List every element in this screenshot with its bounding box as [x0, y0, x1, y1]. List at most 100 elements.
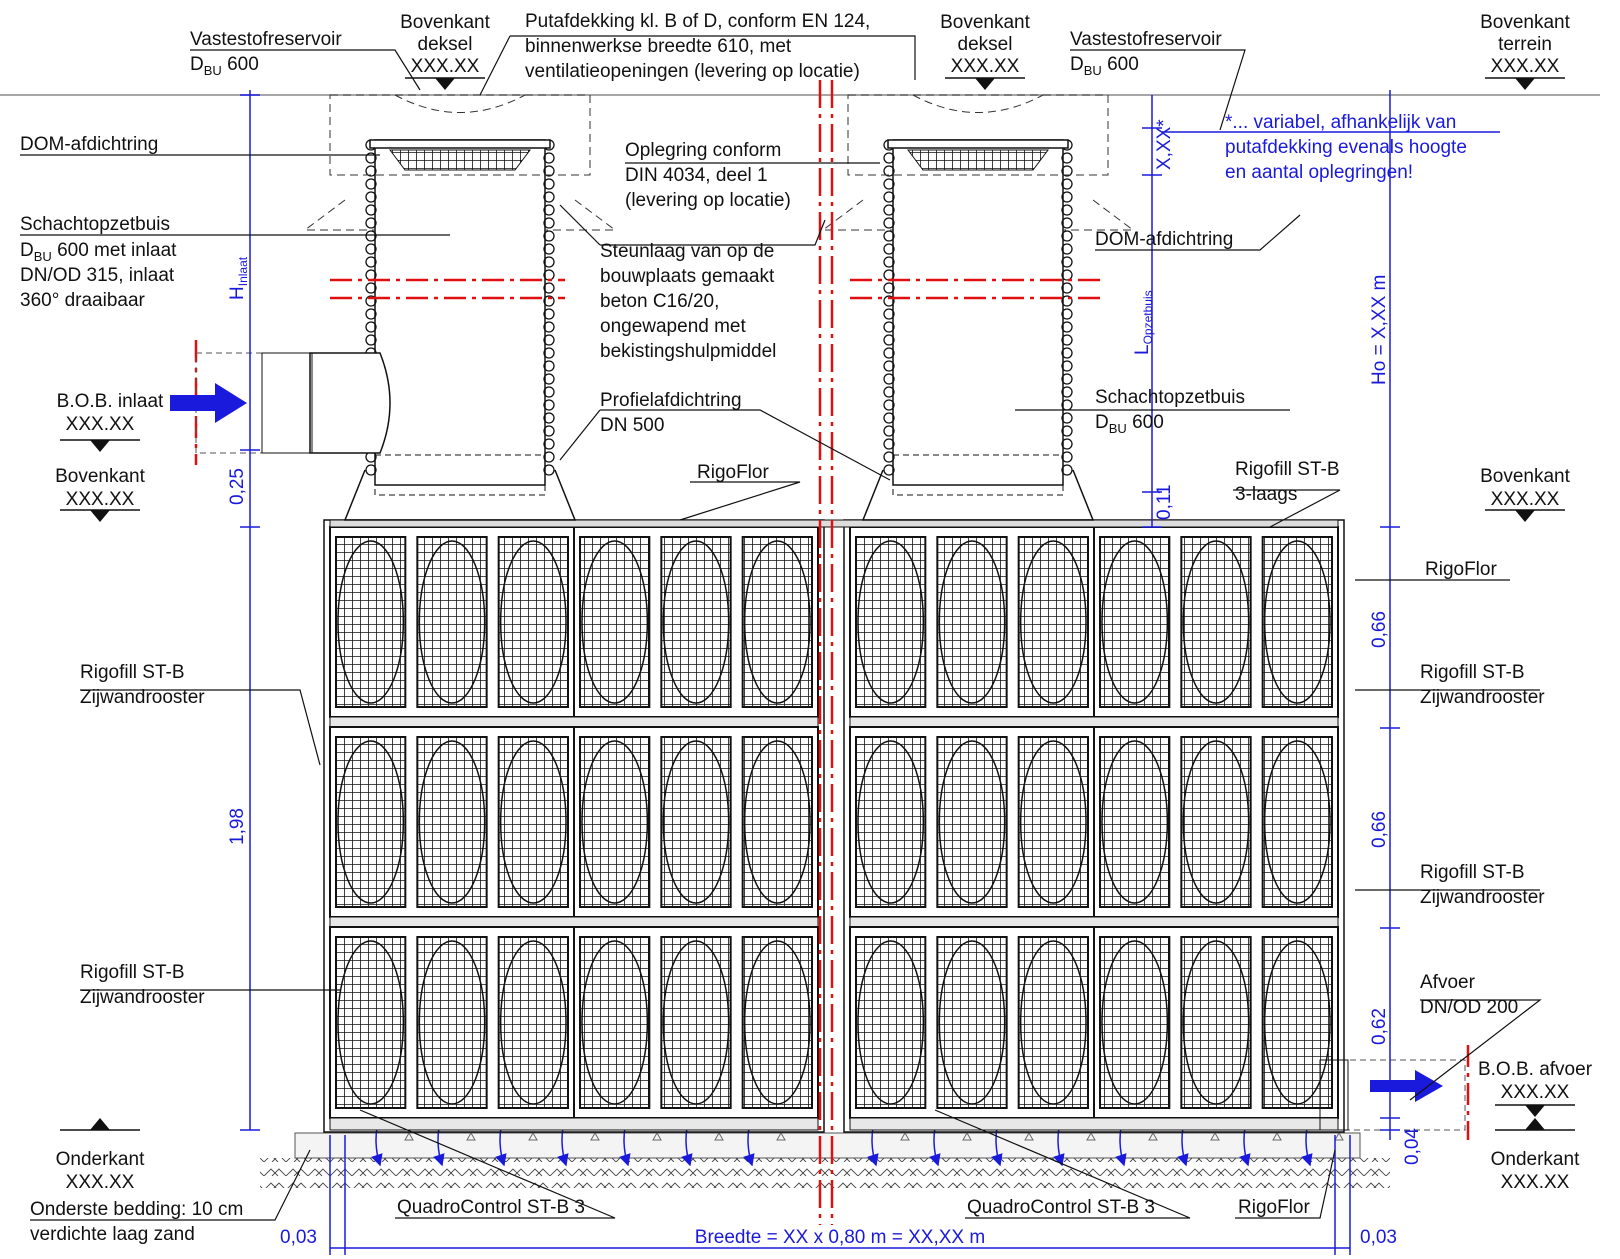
cell-ellipse: [1263, 740, 1331, 904]
sand-grain: [1024, 1131, 1034, 1141]
corrugation: [1061, 464, 1073, 476]
bedding-1: Onderste bedding: 10 cm: [30, 1199, 243, 1220]
grid-cell: [1261, 736, 1333, 908]
dom-right-label: DOM-afdichtring: [1095, 229, 1233, 250]
corrugation: [883, 412, 895, 424]
shaft-left-4: DN/OD 315, inlaat: [20, 265, 175, 286]
leader-lines: [20, 35, 1542, 1221]
cover-outline: [394, 94, 526, 113]
grid-cell: [1180, 936, 1252, 1109]
corrugation: [365, 152, 377, 164]
corrugation: [543, 347, 555, 359]
corrugation: [883, 321, 895, 333]
sand-grain: [1210, 1131, 1220, 1141]
grid-cell: [497, 936, 569, 1109]
corrugation: [543, 399, 555, 411]
sand-grain: [776, 1131, 786, 1141]
corrugation: [1061, 152, 1073, 164]
sand-grain: [404, 1131, 414, 1141]
sand-grain: [1086, 1131, 1096, 1141]
cell-ellipse: [1263, 940, 1331, 1105]
variable-note-2: putafdekking evenals hoogte: [1225, 137, 1467, 158]
reservoir-left-dim: DBU 600: [190, 54, 259, 78]
corrugation: [1061, 204, 1073, 216]
corrugation: [883, 451, 895, 463]
inlet-level-1: B.O.B. inlaat: [57, 391, 164, 412]
corrugation: [365, 321, 377, 333]
corrugation: [543, 321, 555, 333]
grid-cell: [741, 936, 814, 1109]
rigofill-modules: [323, 519, 1345, 1133]
corrugation: [883, 347, 895, 359]
support-ring-1: Oplegring conform: [625, 140, 781, 161]
profile-seal-zone: [892, 454, 1064, 496]
marker-triangle: [90, 1118, 110, 1130]
grid-cell: [660, 536, 732, 708]
corrugation: [365, 204, 377, 216]
corrugation: [883, 204, 895, 216]
corrugation: [543, 256, 555, 268]
labels: Bovenkant terrein XXX.XX Bovenkant dekse…: [20, 11, 1593, 1245]
profile-seal-zone: [374, 454, 546, 496]
sediment-reservoir: [907, 149, 1049, 171]
shaft-base: [343, 469, 577, 521]
cell-ellipse: [1182, 540, 1250, 704]
cell-ellipse: [1101, 740, 1169, 904]
cell-ellipse: [938, 940, 1006, 1105]
corrugation: [543, 451, 555, 463]
quadro-left: QuadroControl ST-B 3: [397, 1197, 585, 1218]
corrugation: [883, 425, 895, 437]
concrete-support: [303, 199, 617, 231]
layer-separator: [329, 916, 819, 928]
inlet-pipe: [195, 352, 391, 454]
outlet-pipe: [1319, 1059, 1466, 1131]
grid-cell: [1017, 936, 1090, 1109]
cell-ellipse: [581, 940, 649, 1105]
corrugation: [883, 217, 895, 229]
marker-triangle: [435, 78, 455, 90]
dim-h-inlet: HInlaat: [227, 256, 250, 300]
rigoflor-bottom: RigoFlor: [1238, 1197, 1310, 1218]
cell-ellipse: [581, 540, 649, 704]
grid-cell: [497, 736, 569, 908]
cell-ellipse: [857, 940, 925, 1105]
corrugation: [1061, 360, 1073, 372]
side-grid-1a: Rigofill ST-B: [1420, 662, 1525, 683]
corrugation: [1061, 321, 1073, 333]
grid-cell: [1099, 936, 1171, 1109]
corrugation: [543, 360, 555, 372]
cell-ellipse: [418, 740, 486, 904]
cell-ellipse: [1263, 540, 1331, 704]
cell-ellipse: [1101, 540, 1169, 704]
corrugation: [883, 165, 895, 177]
inlet-level-2: XXX.XX: [66, 414, 135, 435]
cell-ellipse: [743, 740, 811, 904]
corrugation: [1061, 191, 1073, 203]
sand-grain: [466, 1131, 476, 1141]
corrugation: [543, 152, 555, 164]
shafts: [303, 94, 1135, 521]
concrete-1: Steunlaag van op de: [600, 241, 774, 262]
corrugation: [543, 178, 555, 190]
corrugation: [1061, 178, 1073, 190]
dimension-lines: [240, 90, 1500, 1255]
bedding-layer: [260, 1114, 1390, 1188]
grid-cell: [660, 936, 732, 1109]
corrugation: [365, 464, 377, 476]
corrugation: [365, 230, 377, 242]
corrugation: [883, 399, 895, 411]
corrugation: [1061, 334, 1073, 346]
corrugation: [365, 191, 377, 203]
corrugation: [543, 373, 555, 385]
marker-triangle: [90, 440, 110, 452]
shaft-right-1: Schachtopzetbuis: [1095, 387, 1245, 408]
shaft-left-2: DBU 600 met inlaat: [20, 240, 177, 264]
level-bottom-left-1: Onderkant: [56, 1149, 145, 1170]
corrugation: [543, 438, 555, 450]
corrugation: [883, 152, 895, 164]
reservoir-right-dim: DBU 600: [1070, 54, 1139, 78]
corrugation: [365, 217, 377, 229]
corrugation: [883, 360, 895, 372]
shaft-left-1: Schachtopzetbuis: [20, 214, 170, 235]
concrete-2: bouwplaats gemaakt: [600, 266, 775, 287]
